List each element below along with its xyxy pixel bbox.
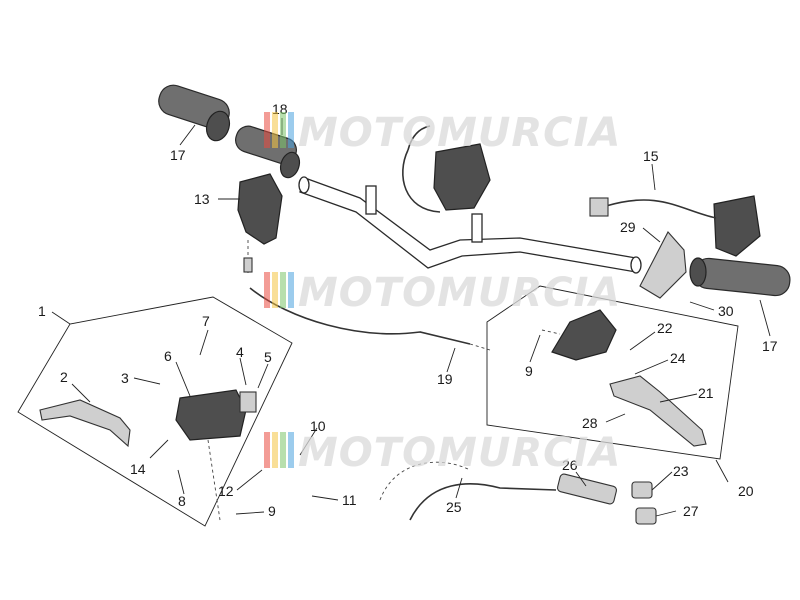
watermark-stripe — [280, 272, 286, 308]
handlebar-part — [298, 176, 642, 274]
callout-12: 12 — [218, 483, 234, 499]
watermark-top: MOTOMURCIA — [264, 110, 621, 156]
callout-21: 21 — [698, 385, 714, 401]
callout-17a: 17 — [170, 147, 186, 163]
callout-7: 7 — [202, 313, 210, 329]
watermark-stripe — [264, 272, 270, 308]
callout-1: 1 — [38, 303, 46, 319]
callout-10: 10 — [310, 418, 326, 434]
watermark-text: MOTOMURCIA — [298, 110, 621, 156]
right-switch-part — [589, 195, 761, 257]
watermark-text: MOTOMURCIA — [298, 270, 621, 316]
callout-22: 22 — [657, 320, 673, 336]
watermark-stripe — [280, 432, 286, 468]
callout-9b: 9 — [525, 363, 533, 379]
callout-17b: 17 — [762, 338, 778, 354]
callout-25: 25 — [446, 499, 462, 515]
callout-27: 27 — [683, 503, 699, 519]
left-brake-lever-part — [39, 399, 131, 448]
watermark-stripe — [272, 112, 278, 148]
callout-15: 15 — [643, 148, 659, 164]
callout-23: 23 — [673, 463, 689, 479]
callout-14: 14 — [130, 461, 146, 477]
cable-guide-dashed — [379, 461, 471, 501]
watermark-stripe — [288, 432, 294, 468]
callout-24: 24 — [670, 350, 686, 366]
right-lever-housing-part — [541, 309, 617, 361]
watermark-stripe — [288, 272, 294, 308]
watermark-middle: MOTOMURCIA — [264, 270, 621, 316]
watermark-stripe — [280, 112, 286, 148]
watermark-stripe — [272, 272, 278, 308]
callout-2: 2 — [60, 369, 68, 385]
callout-9a: 9 — [268, 503, 276, 519]
cover-plate-part — [639, 231, 687, 299]
spring-part — [556, 473, 618, 505]
callout-4: 4 — [236, 344, 244, 360]
master-cylinder-part — [175, 389, 257, 521]
callout-29: 29 — [620, 219, 636, 235]
right-grip-part — [689, 257, 791, 297]
callout-labels: 1 2 3 4 5 6 7 8 9 9 10 11 12 13 14 15 17… — [38, 101, 778, 519]
assembly-frame-20 — [486, 285, 739, 460]
right-brake-lever-part — [609, 375, 707, 447]
callout-28: 28 — [582, 415, 598, 431]
callout-8: 8 — [178, 493, 186, 509]
watermark-stripe — [264, 112, 270, 148]
left-grip-part — [158, 84, 231, 142]
callout-26: 26 — [562, 457, 578, 473]
watermark-text: MOTOMURCIA — [298, 430, 621, 476]
center-switch-housing-part — [402, 125, 491, 213]
callout-13: 13 — [194, 191, 210, 207]
callout-30: 30 — [718, 303, 734, 319]
watermark-stripe — [288, 112, 294, 148]
callout-19: 19 — [437, 371, 453, 387]
watermark-bottom: MOTOMURCIA — [264, 430, 621, 476]
callout-5: 5 — [264, 349, 272, 365]
assembly-frame-1 — [17, 296, 293, 527]
left-switch-housing-part — [237, 173, 283, 275]
callout-3: 3 — [121, 370, 129, 386]
callout-20: 20 — [738, 483, 754, 499]
callout-11: 11 — [342, 492, 357, 508]
adjuster-part-23 — [631, 481, 653, 499]
brake-cable-part — [409, 483, 557, 521]
watermark-stripe — [272, 432, 278, 468]
watermark-stripe — [264, 432, 270, 468]
adjuster-part-27 — [635, 507, 657, 525]
callout-6: 6 — [164, 348, 172, 364]
